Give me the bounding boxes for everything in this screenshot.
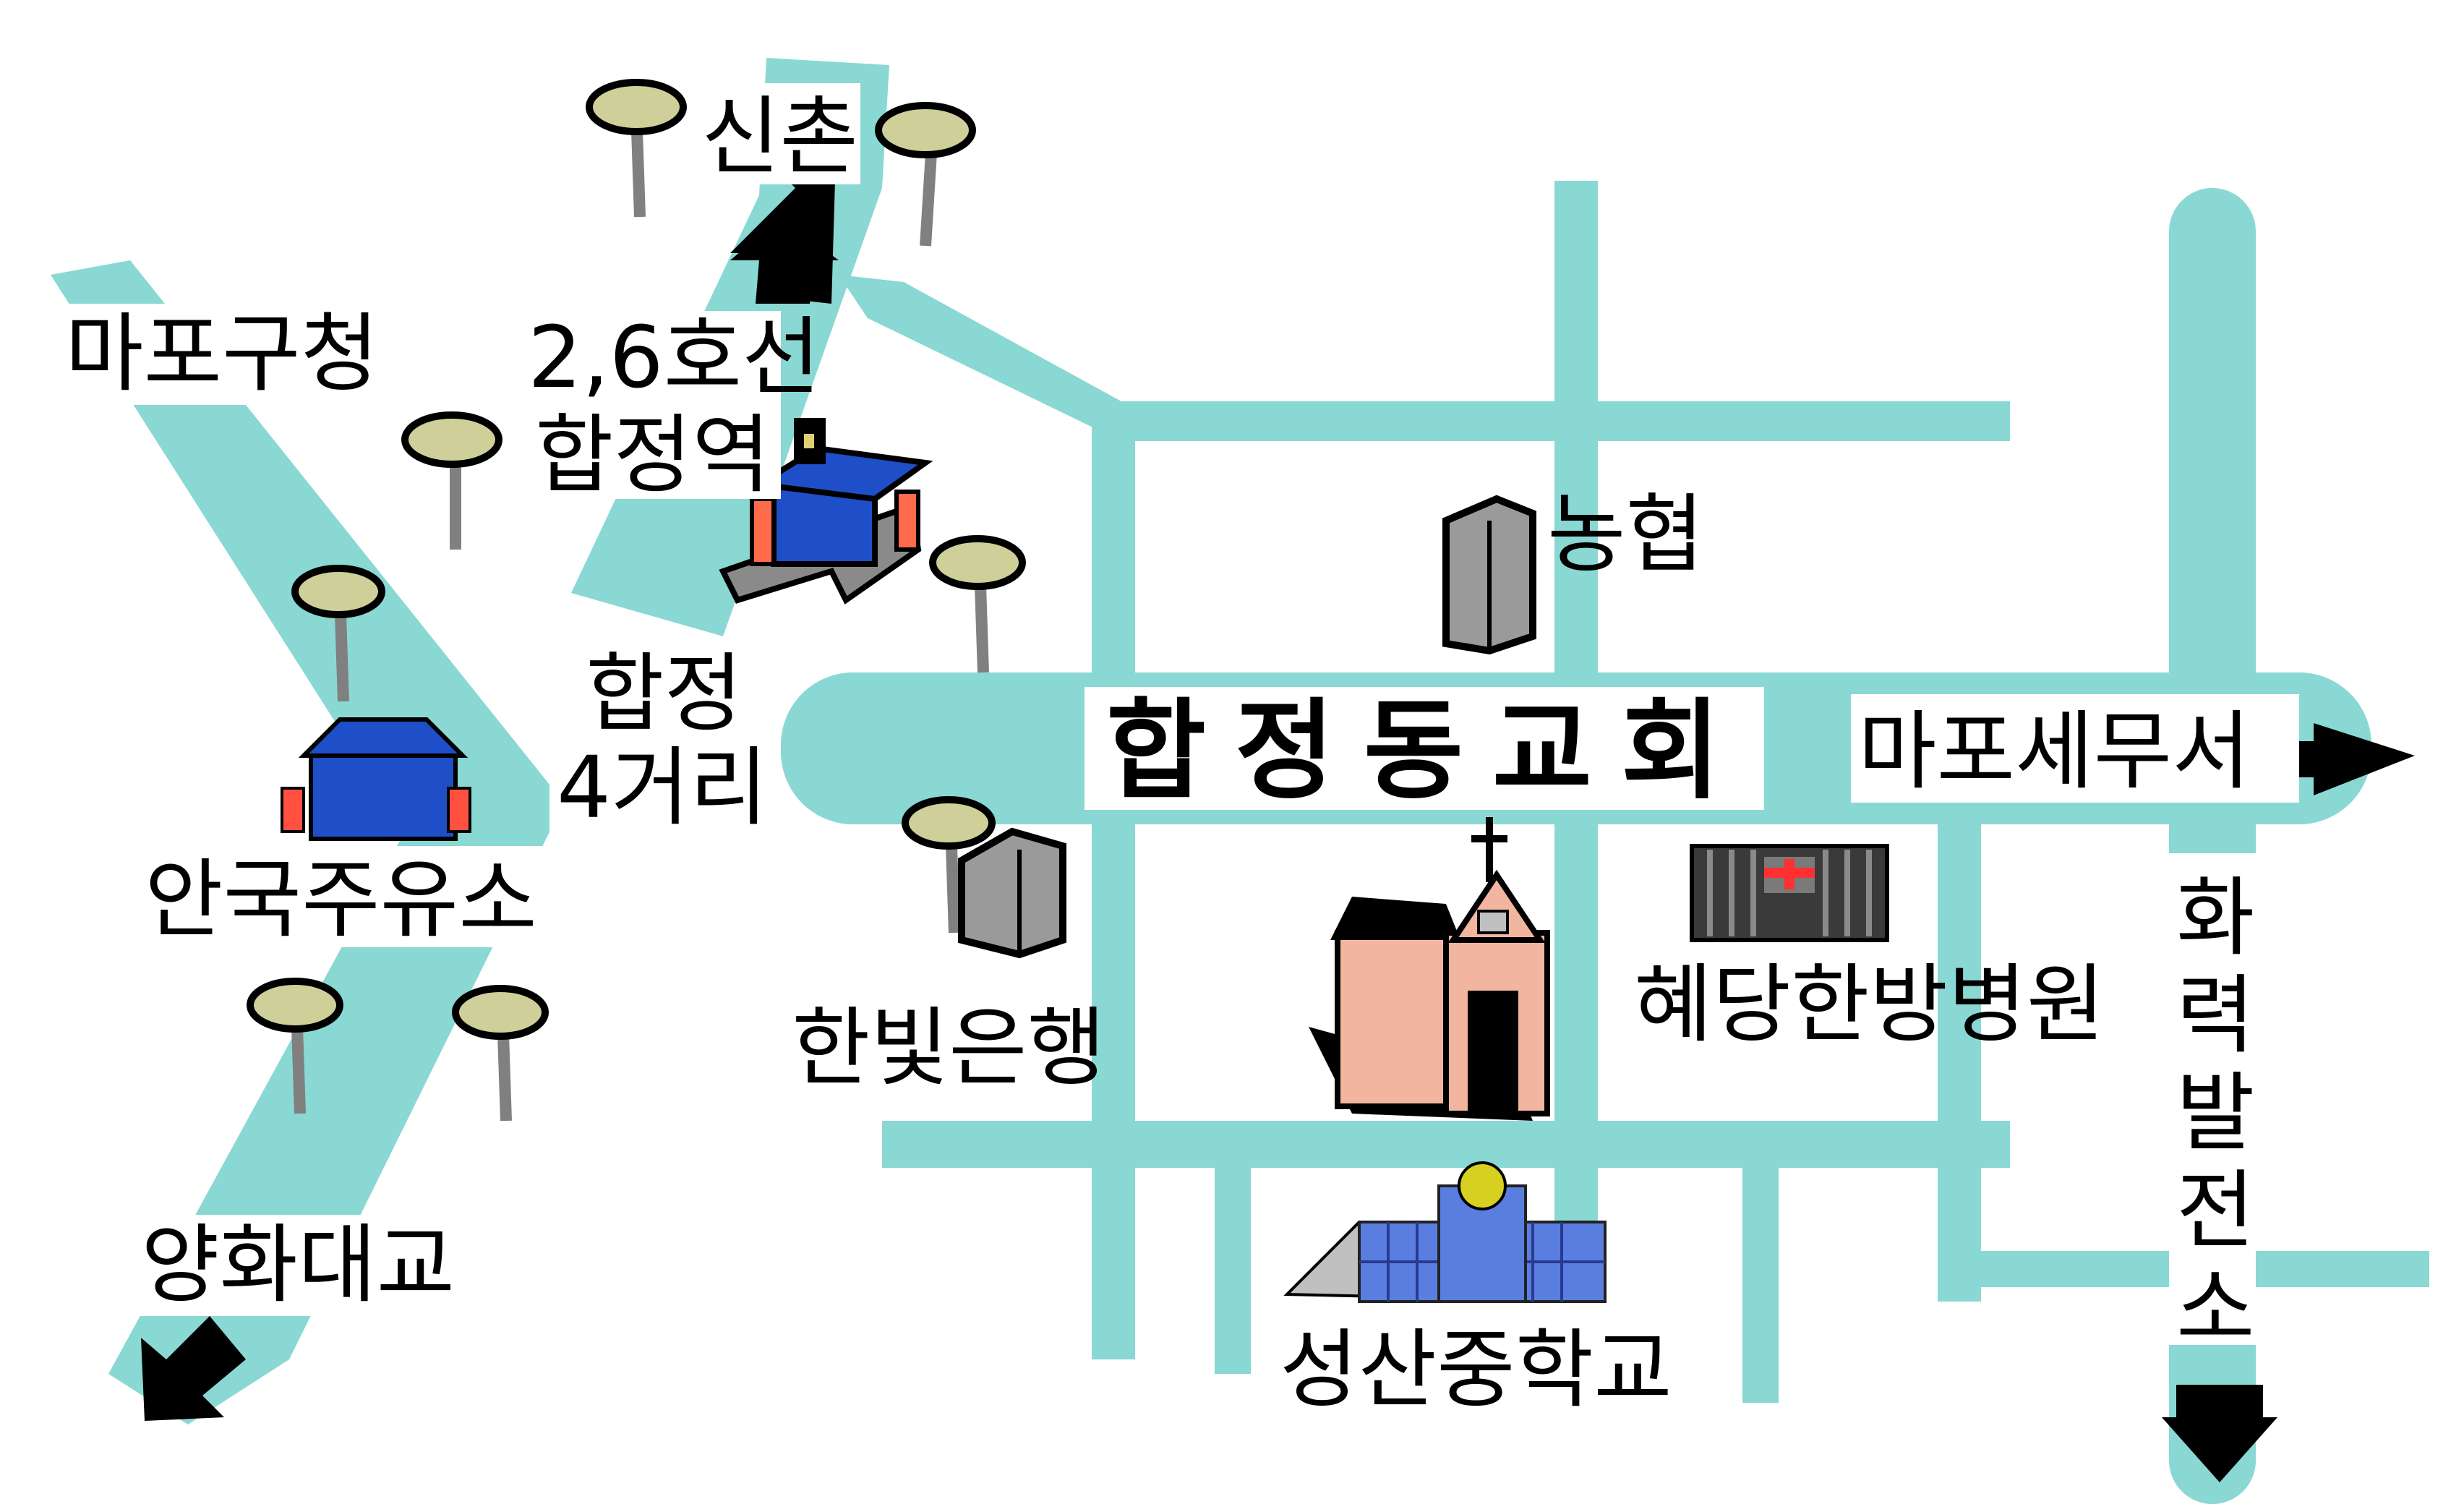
- label-mapo-tax-office: 마포세무서: [1858, 701, 2251, 801]
- subway-station-icon: [719, 418, 933, 605]
- trees: [247, 79, 1026, 1122]
- tree-icon: [452, 985, 549, 1122]
- label-hyedang-hospital: 혜당한방병원: [1634, 954, 2105, 1054]
- label-backgrounds: [58, 83, 2299, 1345]
- tree-icon: [247, 978, 343, 1114]
- label-hapjeong: 합정: [586, 644, 743, 743]
- tree-icon: [875, 102, 976, 247]
- school-icon: [1283, 1161, 1607, 1304]
- office-building-icon: [1442, 495, 1536, 655]
- label-ankuk-gas: 안국주유소: [145, 850, 537, 949]
- label-sinchon: 신촌: [701, 87, 858, 187]
- tree-icon: [401, 411, 502, 550]
- label-sageori: 4거리: [557, 738, 768, 837]
- gas-station-icon: [281, 717, 471, 841]
- label-seongsan-school: 성산중학교: [1280, 1320, 1672, 1419]
- road-diagonal-east: [839, 275, 1128, 434]
- arrow-up-icon: [730, 217, 839, 304]
- tree-icon: [902, 796, 996, 934]
- label-yanghwa-bridge: 양화대교: [141, 1215, 455, 1315]
- page-title: 합정동교회: [1106, 688, 1750, 814]
- label-line-26: 2,6호선: [528, 307, 821, 407]
- tree-icon: [929, 535, 1026, 673]
- label-hapjeong-station: 합정역: [535, 405, 771, 505]
- arrow-down-icon: [2162, 1385, 2277, 1482]
- road-v5: [1215, 1157, 1251, 1374]
- road-lower: [882, 1121, 2010, 1168]
- road-v3: [1938, 795, 1981, 1302]
- label-nonghyup: 농협: [1547, 484, 1704, 584]
- tree-icon: [586, 79, 687, 218]
- label-hanbit-bank: 한빛은행: [792, 998, 1105, 1098]
- road-diagonal-main: [51, 260, 564, 1425]
- road-v4: [1742, 1157, 1779, 1403]
- arrow-right-icon: [2263, 723, 2415, 795]
- road-v1: [1092, 405, 1135, 1359]
- tree-icon: [291, 565, 385, 702]
- arrow-down-left-icon: [141, 1316, 246, 1421]
- bank-building-icon: [958, 827, 1066, 959]
- label-mapo-gucheong: 마포구청: [65, 304, 379, 403]
- church-icon: [1309, 817, 1550, 1121]
- hospital-icon: [1690, 844, 1889, 942]
